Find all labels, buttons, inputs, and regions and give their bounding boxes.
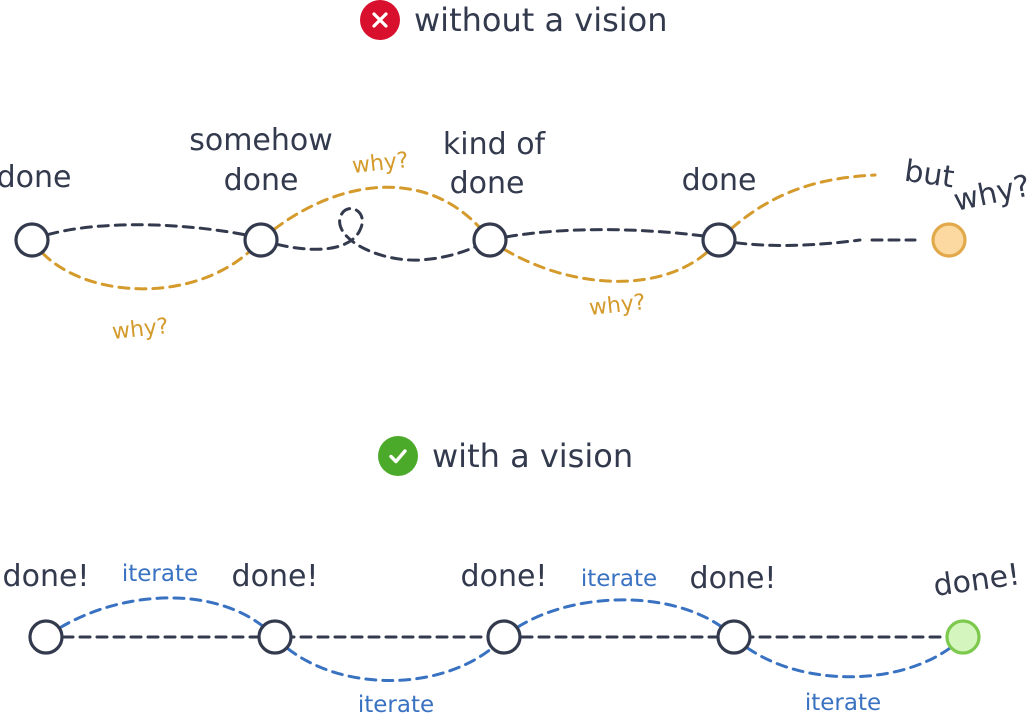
- bottom-node-4: [716, 619, 752, 655]
- bottom-milestone-label-5: done!: [931, 557, 1022, 604]
- bottom-iterate-path-4: [732, 635, 965, 679]
- top-why-path-4: [717, 173, 877, 242]
- heading-without-vision: without a vision: [360, 0, 668, 40]
- top-end-label-but: but: [902, 154, 956, 196]
- heading-without-vision-text: without a vision: [414, 1, 668, 39]
- top-milestone-label-2b: done: [224, 163, 299, 198]
- top-end-label-why: why?: [951, 169, 1031, 219]
- bottom-node-1: [28, 619, 64, 655]
- bottom-node-2: [257, 619, 293, 655]
- top-milestone-label-2a: somehow: [189, 123, 333, 158]
- top-milestone-label-3a: kind of: [443, 127, 547, 162]
- top-why-path-3: [488, 238, 721, 283]
- bottom-milestone-label-1: done!: [3, 559, 90, 594]
- bottom-iterate-path-2: [273, 635, 506, 682]
- top-why-label-1: why?: [111, 314, 170, 345]
- bottom-iterate-label-1: iterate: [122, 561, 198, 587]
- top-goal-node: [931, 222, 967, 258]
- bottom-milestone-label-4: done!: [690, 561, 777, 596]
- top-node-4: [701, 222, 737, 258]
- top-dark-path-4: [717, 238, 862, 247]
- top-node-1: [14, 222, 50, 258]
- bottom-milestone-label-2: done!: [232, 559, 319, 594]
- bottom-node-3: [486, 619, 522, 655]
- top-dark-path-2: [259, 207, 492, 262]
- bottom-iterate-path-3: [502, 598, 736, 639]
- top-node-3: [472, 222, 508, 258]
- top-milestone-label-1: done: [0, 160, 71, 195]
- bottom-iterate-label-4: iterate: [805, 690, 881, 715]
- top-why-label-2: why?: [351, 148, 410, 179]
- top-why-path-2: [259, 185, 492, 242]
- bottom-goal-node: [945, 619, 981, 655]
- bottom-milestone-label-3: done!: [461, 559, 548, 594]
- bottom-iterate-label-3: iterate: [581, 566, 657, 592]
- top-why-path-1: [30, 238, 263, 291]
- check-mark-icon: [378, 436, 418, 476]
- top-dark-path-1: [30, 223, 263, 242]
- top-milestone-label-3b: done: [450, 166, 525, 201]
- heading-with-vision: with a vision: [378, 436, 633, 476]
- top-why-label-3: why?: [588, 290, 647, 321]
- top-dark-path-3: [488, 228, 721, 242]
- top-node-2: [243, 222, 279, 258]
- top-milestone-label-4: done: [682, 163, 757, 198]
- x-mark-icon: [360, 0, 400, 40]
- bottom-iterate-label-2: iterate: [358, 692, 434, 715]
- heading-with-vision-text: with a vision: [432, 437, 634, 475]
- bottom-iterate-path-1: [44, 596, 277, 639]
